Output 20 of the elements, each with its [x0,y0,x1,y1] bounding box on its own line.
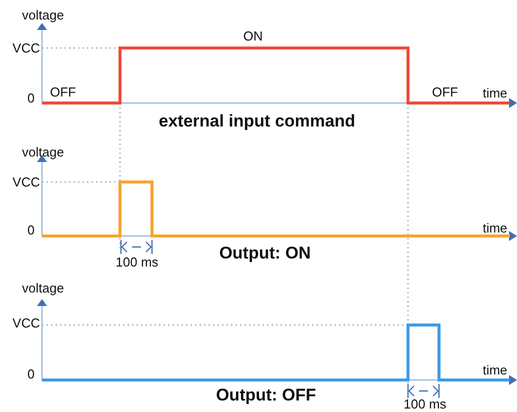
tick-label: 0 [27,92,35,104]
state-label: OFF [432,86,458,98]
state-label: ON [243,30,263,42]
tick-label: VCC [12,176,40,188]
duration-label: 100 ms [404,398,446,410]
tick-label: 0 [27,368,35,380]
panel-title: Output: ON [219,244,311,262]
tick-label: VCC [12,42,40,54]
panel-title: external input command [158,112,356,130]
tick-label: 0 [27,224,35,236]
axis-label: voltage [22,282,64,294]
axis-label: time [482,222,508,234]
duration-label: 100 ms [116,256,158,268]
tick-label: VCC [12,316,40,330]
axis-label: voltage [22,8,64,22]
state-label: OFF [50,86,76,98]
axis-label: time [482,86,508,100]
axis-label: time [482,364,508,376]
axis-label: voltage [22,146,64,158]
panel-title: Output: OFF [216,386,316,404]
